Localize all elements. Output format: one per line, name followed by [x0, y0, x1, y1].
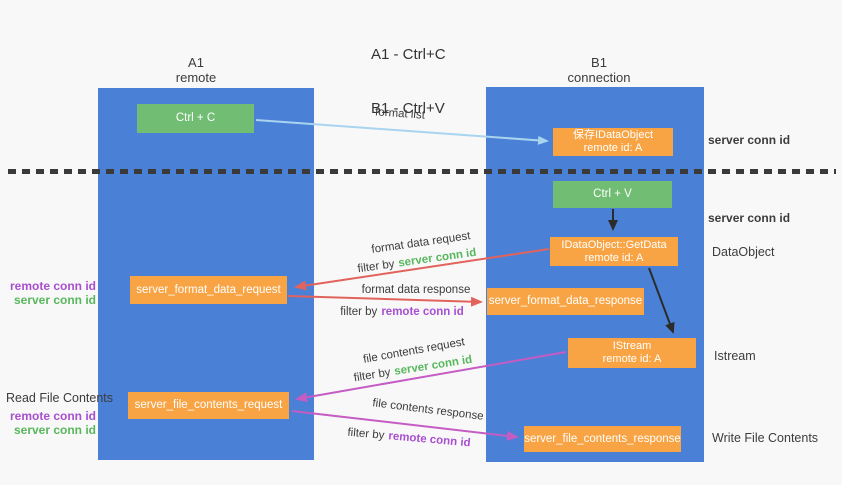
- lane-a1-role: remote: [175, 70, 217, 85]
- node-ctrl-c: Ctrl + C: [137, 104, 254, 133]
- node-save-dataobject-line1: 保存IDataObject: [572, 129, 654, 141]
- lane-b1-name: B1: [591, 55, 607, 70]
- lane-a1-name: A1: [188, 55, 204, 70]
- left-conn-id-pair-mid: remote conn id server conn id: [0, 279, 96, 307]
- filter-by-text-3: filter by: [352, 366, 392, 385]
- left-bottom-remote-conn-id: remote conn id: [9, 409, 96, 423]
- node-istream: IStream remote id: A: [568, 338, 696, 368]
- node-idataobject-getdata-line2: remote id: A: [584, 251, 644, 264]
- node-server-format-data-request: server_format_data_request: [130, 276, 287, 304]
- remote-conn-id-text-1: remote conn id: [381, 306, 464, 318]
- label-format-data-response: format data response: [361, 284, 471, 296]
- title-line-ctrl-v: B1 - Ctrl+V: [371, 100, 445, 117]
- lane-b1-role: connection: [567, 70, 631, 85]
- left-conn-id-pair-bottom: remote conn id server conn id: [0, 409, 96, 437]
- filter-by-text-1: filter by: [356, 258, 396, 276]
- right-label-server-conn-id-mid: server conn id: [708, 211, 791, 225]
- remote-conn-id-text-2: remote conn id: [387, 430, 472, 450]
- node-idataobject-getdata: IDataObject::GetData remote id: A: [550, 237, 678, 266]
- title-line-ctrl-c: A1 - Ctrl+C: [371, 46, 446, 63]
- node-server-file-contents-response: server_file_contents_response: [524, 426, 681, 452]
- node-save-dataobject: 保存IDataObject remote id: A: [553, 128, 673, 156]
- diagram-title: A1 - Ctrl+C B1 - Ctrl+V: [371, 10, 446, 154]
- filter-by-text-4: filter by: [346, 426, 385, 442]
- node-istream-line1: IStream: [612, 340, 652, 352]
- node-save-dataobject-line2: remote id: A: [583, 142, 643, 154]
- right-label-server-conn-id-top: server conn id: [708, 133, 791, 147]
- node-idataobject-getdata-line1: IDataObject::GetData: [561, 238, 667, 251]
- label-file-contents-response: file contents response: [371, 397, 485, 423]
- node-server-format-data-response-label: server_format_data_response: [488, 295, 643, 307]
- right-label-dataobject: DataObject: [712, 245, 775, 259]
- node-server-format-data-request-label: server_format_data_request: [136, 283, 281, 296]
- node-ctrl-v-label: Ctrl + V: [593, 188, 632, 200]
- right-label-istream: Istream: [714, 349, 756, 363]
- left-bottom-server-conn-id: server conn id: [13, 423, 96, 437]
- filter-by-text-2: filter by: [340, 306, 378, 318]
- session-divider-dotted-line: [8, 169, 836, 174]
- lane-header-b1: B1 connection: [489, 55, 709, 85]
- right-label-write-file-contents: Write File Contents: [712, 431, 819, 445]
- node-server-file-contents-request: server_file_contents_request: [128, 392, 289, 419]
- left-label-read-file-contents: Read File Contents: [6, 391, 114, 405]
- node-istream-line2: remote id: A: [602, 353, 662, 365]
- left-mid-remote-conn-id: remote conn id: [9, 279, 96, 293]
- lane-header-a1: A1 remote: [86, 55, 306, 85]
- node-server-format-data-response: server_format_data_response: [487, 288, 644, 315]
- node-ctrl-c-label: Ctrl + C: [175, 112, 216, 124]
- node-server-file-contents-request-label: server_file_contents_request: [134, 399, 283, 411]
- arrow-format-data-response: [287, 295, 483, 307]
- node-ctrl-v: Ctrl + V: [553, 181, 672, 208]
- left-mid-server-conn-id: server conn id: [13, 293, 96, 307]
- node-server-file-contents-response-label: server_file_contents_response: [524, 432, 681, 445]
